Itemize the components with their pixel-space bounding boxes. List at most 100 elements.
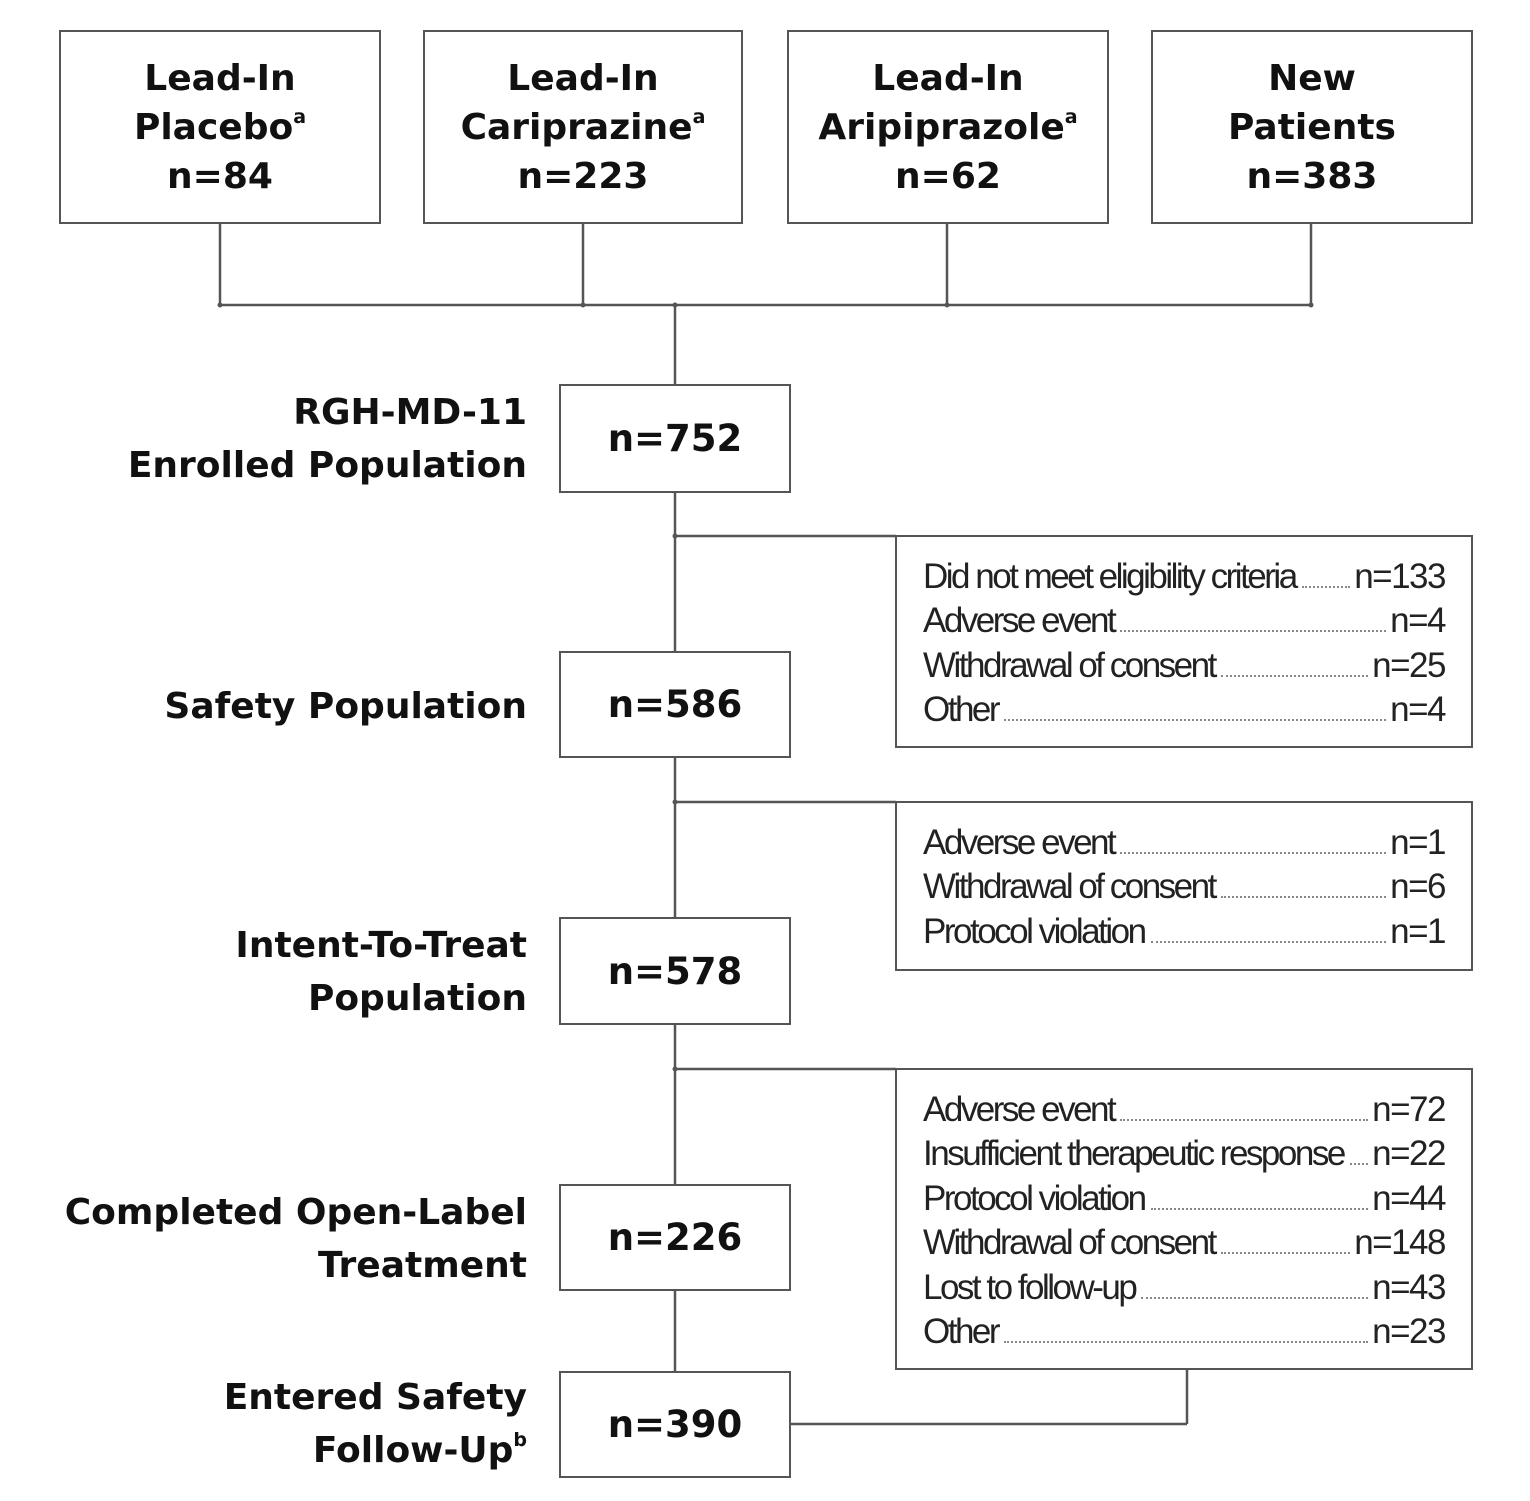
reason-count: n=25 (1372, 645, 1446, 685)
source-name: Aripiprazole (818, 106, 1065, 148)
source-title: Lead-In (872, 57, 1024, 99)
label-line: Intent-To-Treat (235, 925, 527, 966)
reason-label: Withdrawal of consent (923, 867, 1217, 907)
reason-count: n=44 (1372, 1178, 1446, 1218)
dot-leader (1150, 1207, 1369, 1210)
reason-count: n=72 (1372, 1090, 1446, 1129)
source-count: n=62 (895, 155, 1001, 197)
discontinuation-box-3: Adverse event n=72 Insufficient therapeut… (895, 1068, 1473, 1370)
dot-leader (1220, 1252, 1351, 1255)
source-name: Placebo (133, 106, 294, 148)
population-label-safety: Safety Population (164, 680, 527, 733)
dot-leader (1349, 1163, 1369, 1166)
source-box-cariprazine: Lead-In Cariprazinea n=223 (423, 30, 743, 224)
label-line: Safety Population (164, 686, 527, 727)
count-box-follow-up: n=390 (559, 1371, 791, 1478)
source-name: Cariprazine (460, 106, 693, 148)
source-name: Patients (1228, 106, 1396, 148)
label-line: Entered Safety (223, 1377, 527, 1418)
reason-row: Other n=4 (923, 690, 1446, 734)
label-line: Treatment (317, 1245, 527, 1286)
source-box-placebo: Lead-In Placeboa n=84 (59, 30, 381, 224)
discontinuation-box-2: Adverse event n=1 Withdrawal of consent n=… (895, 801, 1473, 971)
reason-row: Withdrawal of consent n=148 (923, 1223, 1446, 1267)
source-box-aripiprazole: Lead-In Aripiprazolea n=62 (787, 30, 1109, 224)
source-count: n=84 (167, 155, 273, 197)
source-box-new-patients: New Patients n=383 (1151, 30, 1473, 224)
reason-label: Other (923, 690, 1001, 730)
reason-label: Protocol violation (923, 911, 1147, 951)
source-subtitle: Placeboa (134, 103, 306, 152)
reason-label: Adverse event (923, 1090, 1117, 1129)
reason-count: n=1 (1390, 911, 1446, 951)
reason-count: n=4 (1390, 690, 1446, 730)
footnote-marker: a (293, 105, 307, 128)
reason-count: n=148 (1354, 1223, 1446, 1263)
source-subtitle: Cariprazinea (461, 103, 706, 152)
reason-count: n=1 (1390, 823, 1446, 862)
label-line: RGH-MD-11 (293, 392, 527, 433)
reason-row: Adverse event n=72 (923, 1090, 1446, 1134)
reason-count: n=22 (1372, 1134, 1446, 1174)
count-box-enrolled: n=752 (559, 384, 791, 493)
population-label-itt: Intent-To-Treat Population (235, 919, 527, 1025)
dot-leader (1141, 1296, 1369, 1299)
dot-leader (1150, 940, 1387, 943)
label-line: Follow-Upb (224, 1424, 527, 1477)
reason-count: n=23 (1372, 1311, 1446, 1351)
discontinuation-box-1: Did not meet eligibility criteria n=133 A… (895, 535, 1473, 748)
dot-leader (1220, 896, 1387, 899)
reason-label: Adverse event (923, 823, 1117, 862)
population-label-follow-up: Entered Safety Follow-Upb (224, 1371, 527, 1477)
reason-row: Withdrawal of consent n=6 (923, 867, 1446, 911)
reason-row: Protocol violation n=44 (923, 1178, 1446, 1223)
reason-label: Withdrawal of consent (923, 1223, 1217, 1263)
reason-label: Did not meet eligibility criteria (923, 557, 1298, 596)
reason-label: Insufficient therapeutic response (923, 1134, 1346, 1174)
reason-row: Lost to follow-up n=43 (923, 1267, 1446, 1312)
reason-row: Adverse event n=4 (923, 601, 1446, 645)
reason-count: n=133 (1354, 557, 1446, 596)
footnote-marker: b (513, 1429, 527, 1451)
reason-row: Insufficient therapeutic response n=22 (923, 1134, 1446, 1178)
reason-count: n=4 (1390, 601, 1446, 641)
dot-leader (1004, 1340, 1369, 1343)
reason-row: Other n=23 (923, 1311, 1446, 1356)
reason-row: Adverse event n=1 (923, 823, 1446, 867)
dot-leader (1120, 1119, 1369, 1121)
reason-count: n=43 (1372, 1267, 1446, 1307)
source-count: n=223 (517, 155, 649, 197)
source-subtitle: Aripiprazolea (818, 103, 1077, 152)
source-subtitle: Patients (1228, 103, 1396, 152)
count-box-completed: n=226 (559, 1184, 791, 1291)
dot-leader (1301, 586, 1351, 588)
dot-leader (1220, 674, 1369, 677)
dot-leader (1120, 630, 1387, 633)
dot-leader (1004, 719, 1387, 722)
footnote-marker: a (692, 105, 706, 128)
population-label-completed: Completed Open-Label Treatment (65, 1186, 527, 1292)
label-line: Population (307, 978, 527, 1019)
reason-label: Protocol violation (923, 1178, 1147, 1218)
source-title: Lead-In (507, 57, 659, 99)
label-line: Enrolled Population (127, 445, 527, 486)
population-label-enrolled: RGH-MD-11 Enrolled Population (128, 386, 527, 492)
reason-label: Other (923, 1311, 1001, 1351)
reason-row: Protocol violation n=1 (923, 911, 1446, 956)
label-text: Follow-Up (312, 1430, 514, 1471)
label-line: Completed Open-Label (64, 1192, 527, 1233)
reason-row: Did not meet eligibility criteria n=133 (923, 557, 1446, 601)
reason-count: n=6 (1390, 867, 1446, 907)
footnote-marker: a (1064, 105, 1078, 128)
source-count: n=383 (1246, 155, 1378, 197)
reason-row: Withdrawal of consent n=25 (923, 645, 1446, 690)
count-box-itt: n=578 (559, 917, 791, 1025)
reason-label: Withdrawal of consent (923, 645, 1217, 685)
source-title: Lead-In (144, 57, 296, 99)
reason-label: Adverse event (923, 601, 1117, 641)
dot-leader (1120, 852, 1387, 854)
reason-label: Lost to follow-up (923, 1267, 1138, 1307)
source-title: New (1268, 57, 1356, 99)
count-box-safety: n=586 (559, 651, 791, 758)
